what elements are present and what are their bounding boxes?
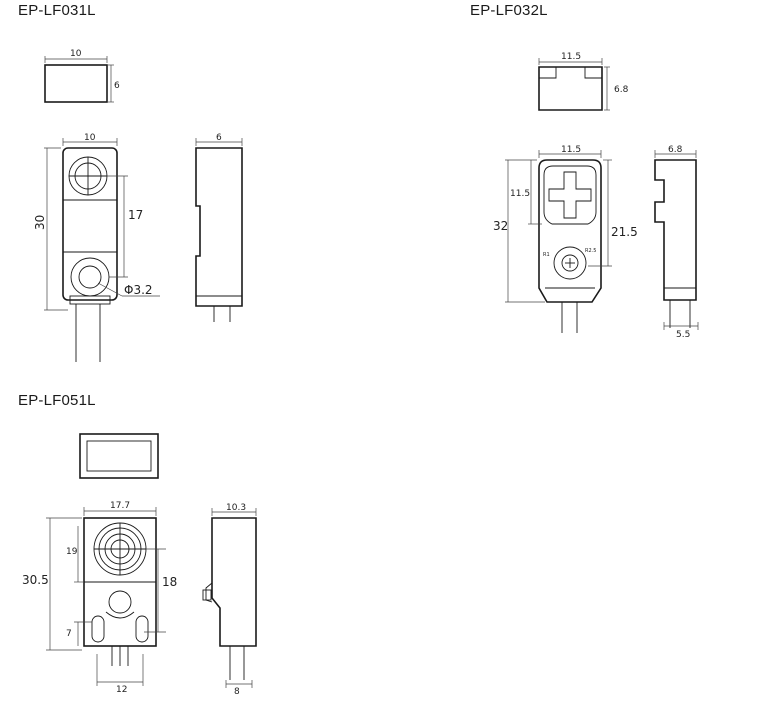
- lf031-drawing: 10 6 10 30 17 Φ3.2: [33, 49, 243, 362]
- lf032-center-height: 21.5: [611, 225, 638, 239]
- lf032-tiny-b: R2.5: [585, 248, 596, 254]
- title-lf032: EP-LF032L: [470, 2, 548, 19]
- lf051-sense-height: 19: [66, 547, 78, 557]
- title-lf031: EP-LF031L: [18, 2, 96, 19]
- lf031-top-height: 6: [114, 81, 120, 91]
- lf051-lead-spacing: 12: [116, 685, 127, 695]
- lf032-side-view: [654, 159, 697, 301]
- lf032-tiny-a: R1: [543, 252, 550, 258]
- title-lf051: EP-LF051L: [18, 392, 96, 409]
- lf032-adjust-pot: [553, 246, 587, 280]
- lf032-drawing: 11.5 6.8 R1 R2.5 11.5 32 11.5 21.5: [493, 52, 699, 340]
- lf032-top-view: [538, 66, 603, 111]
- lf051-indicator-led: [108, 590, 132, 614]
- lf051-side-pin: 8: [234, 687, 240, 697]
- lf031-front-width: 10: [84, 133, 96, 143]
- lf032-top-height: 6.8: [614, 85, 629, 95]
- lf051-side-width: 10.3: [226, 503, 246, 513]
- lf031-total-height: 30: [33, 215, 47, 230]
- lf051-right-height: 18: [162, 575, 177, 589]
- lf032-top-width: 11.5: [561, 52, 581, 62]
- lf031-front-view: [62, 147, 118, 301]
- lf032-front-view: [538, 159, 602, 303]
- lf031-hole-dia: Φ3.2: [124, 283, 153, 297]
- lf032-target-icon: [548, 171, 592, 219]
- lf031-top-width: 10: [70, 49, 82, 59]
- lf031-sense-center: 17: [128, 208, 143, 222]
- lf031-top-view: [44, 64, 108, 103]
- lf032-side-width: 6.8: [668, 145, 683, 155]
- lf032-total-height: 32: [493, 219, 508, 233]
- lf031-side-width: 6: [216, 133, 222, 143]
- lf051-front-width: 17.7: [110, 501, 130, 511]
- lf051-side-view: [211, 517, 257, 647]
- lf051-drawing: 17.7 30.5 19 18 7 12 10.3 8: [22, 433, 257, 697]
- lf031-side-view: [195, 147, 243, 307]
- lf032-pin-spacing: 5.5: [676, 330, 690, 340]
- lf051-slot-height: 7: [66, 629, 72, 639]
- lf051-total-height: 30.5: [22, 573, 49, 587]
- lf032-sense-height: 11.5: [510, 189, 530, 199]
- lf032-front-width: 11.5: [561, 145, 581, 155]
